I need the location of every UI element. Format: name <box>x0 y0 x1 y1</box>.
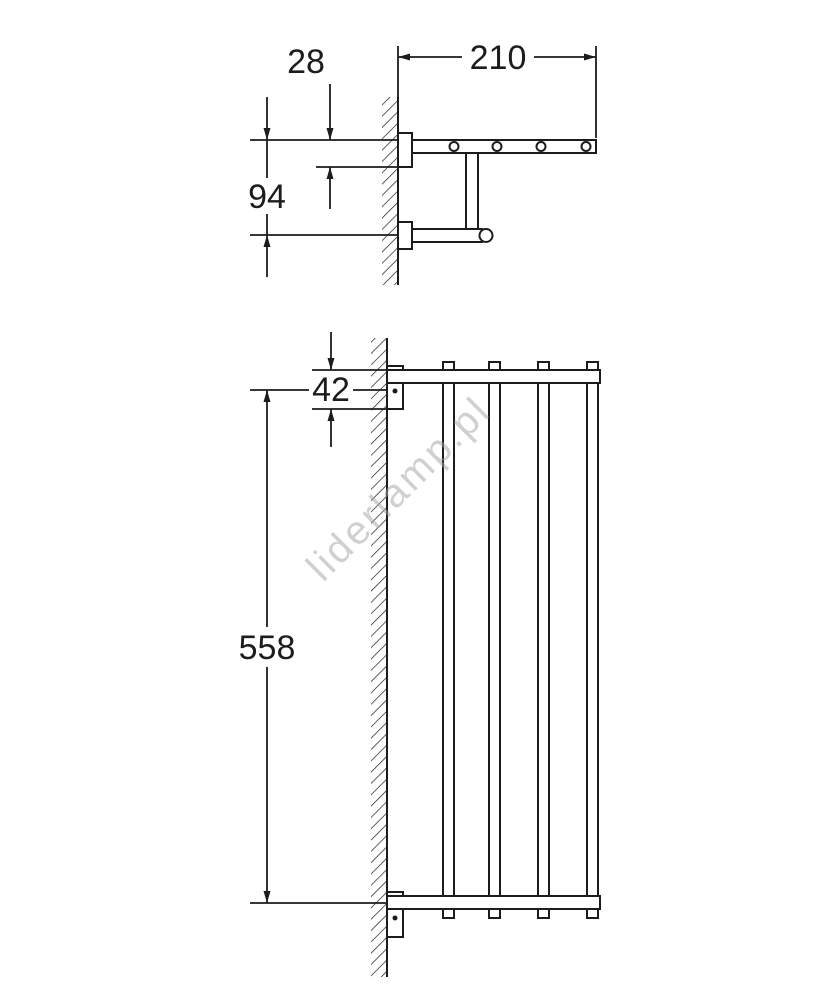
shelf-side-profile <box>397 132 597 250</box>
wall-front-view <box>371 338 387 977</box>
dimension-label-210: 210 <box>470 39 527 77</box>
bottom-end-rail <box>386 895 601 910</box>
rack-bar-1 <box>442 361 455 919</box>
dimension-label-558: 558 <box>239 629 296 667</box>
dimension-length-558: 558 <box>236 389 387 904</box>
dimension-drop-94: 94 <box>245 97 398 277</box>
dimension-label-28: 28 <box>287 43 325 81</box>
top-end-rail <box>386 369 601 384</box>
side-view: 210 28 94 <box>245 39 597 285</box>
wall-side-view <box>382 97 399 285</box>
shelf-bar-end-2 <box>491 141 503 152</box>
dimension-label-94: 94 <box>248 178 286 216</box>
shelf-bar-end-3 <box>535 141 547 152</box>
bottom-mount-screw <box>392 915 398 921</box>
dimension-offset-28: 28 <box>250 43 398 209</box>
dimension-depth-210: 210 <box>397 39 597 138</box>
wall-hatch <box>371 338 387 977</box>
shelf-bar-end-1 <box>448 141 460 152</box>
lower-wall-mount <box>397 221 413 250</box>
top-mount-screw <box>392 388 398 394</box>
lower-bar-end-cap <box>478 228 494 243</box>
shelf-arm <box>411 139 597 154</box>
rack-bar-4 <box>586 361 599 919</box>
rack-bar-2 <box>488 361 501 919</box>
shelf-bar-end-4 <box>580 141 592 152</box>
dimension-label-42: 42 <box>312 371 350 409</box>
front-view: 558 42 <box>236 332 601 977</box>
lower-towel-bar <box>411 228 483 243</box>
wall-hatch <box>382 97 398 285</box>
rack-front <box>386 361 601 938</box>
rack-bar-3 <box>537 361 550 919</box>
upper-wall-mount <box>397 132 413 168</box>
dimension-profile-42: 42 <box>309 332 387 447</box>
